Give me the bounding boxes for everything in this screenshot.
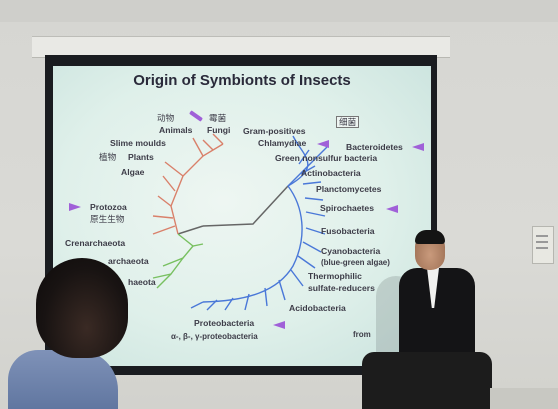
archaea-branches xyxy=(152,233,204,289)
label-proteobacteria-sub: α-, β-, γ-proteobacteria xyxy=(171,332,258,341)
label-slime-moulds: Slime moulds xyxy=(110,138,166,148)
audience-shirt xyxy=(8,350,118,409)
label-euryarchaeota: archaeota xyxy=(108,256,149,266)
label-crenarchaeota: Crenarchaeota xyxy=(65,238,126,248)
label-bacteroidetes: Bacteroidetes xyxy=(346,142,403,152)
eukaryote-branches xyxy=(152,133,224,235)
label-animals: Animals xyxy=(159,125,193,135)
label-spirochaetes: Spirochaetes xyxy=(320,203,374,213)
label-plants-cn: 植物 xyxy=(99,152,117,162)
floor xyxy=(490,388,558,409)
ceiling xyxy=(0,0,558,22)
label-from: from xyxy=(353,330,371,339)
label-proteobacteria: Proteobacteria xyxy=(194,318,255,328)
label-cyanobacteria: Cyanobacteria xyxy=(321,246,381,256)
arrow-proteobacteria-icon xyxy=(273,321,285,329)
arrow-spirochaetes-icon xyxy=(386,205,398,213)
label-planctomycetes: Planctomycetes xyxy=(316,184,382,194)
audience-head xyxy=(36,258,128,358)
label-cyanobacteria-note: (blue-green algae) xyxy=(321,258,390,267)
label-fusobacteria: Fusobacteria xyxy=(321,226,375,236)
label-fungi-cn: 霉菌 xyxy=(209,113,227,123)
audience-member xyxy=(8,258,128,409)
speaker-hair xyxy=(415,230,445,244)
label-gram-positives: Gram-positives xyxy=(243,126,306,136)
label-actinobacteria: Actinobacteria xyxy=(301,168,361,178)
label-plants: Plants xyxy=(128,152,154,162)
label-animals-cn: 动物 xyxy=(157,113,175,123)
label-protozoa: Protozoa xyxy=(90,202,127,212)
label-thermophilic: Thermophilic xyxy=(308,271,362,281)
label-bacteria-cn: 细菌 xyxy=(336,116,360,128)
label-green-nonsulfur: Green nonsulfur bacteria xyxy=(275,153,378,163)
phylogenetic-tree xyxy=(152,133,329,311)
bacteria-branches xyxy=(190,135,329,311)
arrow-protozoa-icon xyxy=(69,203,81,211)
label-chlamydiae: Chlamydiae xyxy=(258,138,307,148)
label-acidobacteria: Acidobacteria xyxy=(289,303,346,313)
label-korarchaeota: haeota xyxy=(128,277,156,287)
label-algae: Algae xyxy=(121,167,145,177)
slide-title: Origin of Symbionts of Insects xyxy=(133,72,351,89)
arrow-bacteroidetes-icon xyxy=(412,143,424,151)
wall-outlet xyxy=(532,226,554,264)
arrow-chlamydiae-icon xyxy=(317,140,329,148)
label-sulfate-reducers: sulfate-reducers xyxy=(308,283,375,293)
label-protozoa-cn: 原生生物 xyxy=(90,214,125,224)
label-fungi: Fungi xyxy=(207,125,231,135)
chair xyxy=(362,352,492,409)
